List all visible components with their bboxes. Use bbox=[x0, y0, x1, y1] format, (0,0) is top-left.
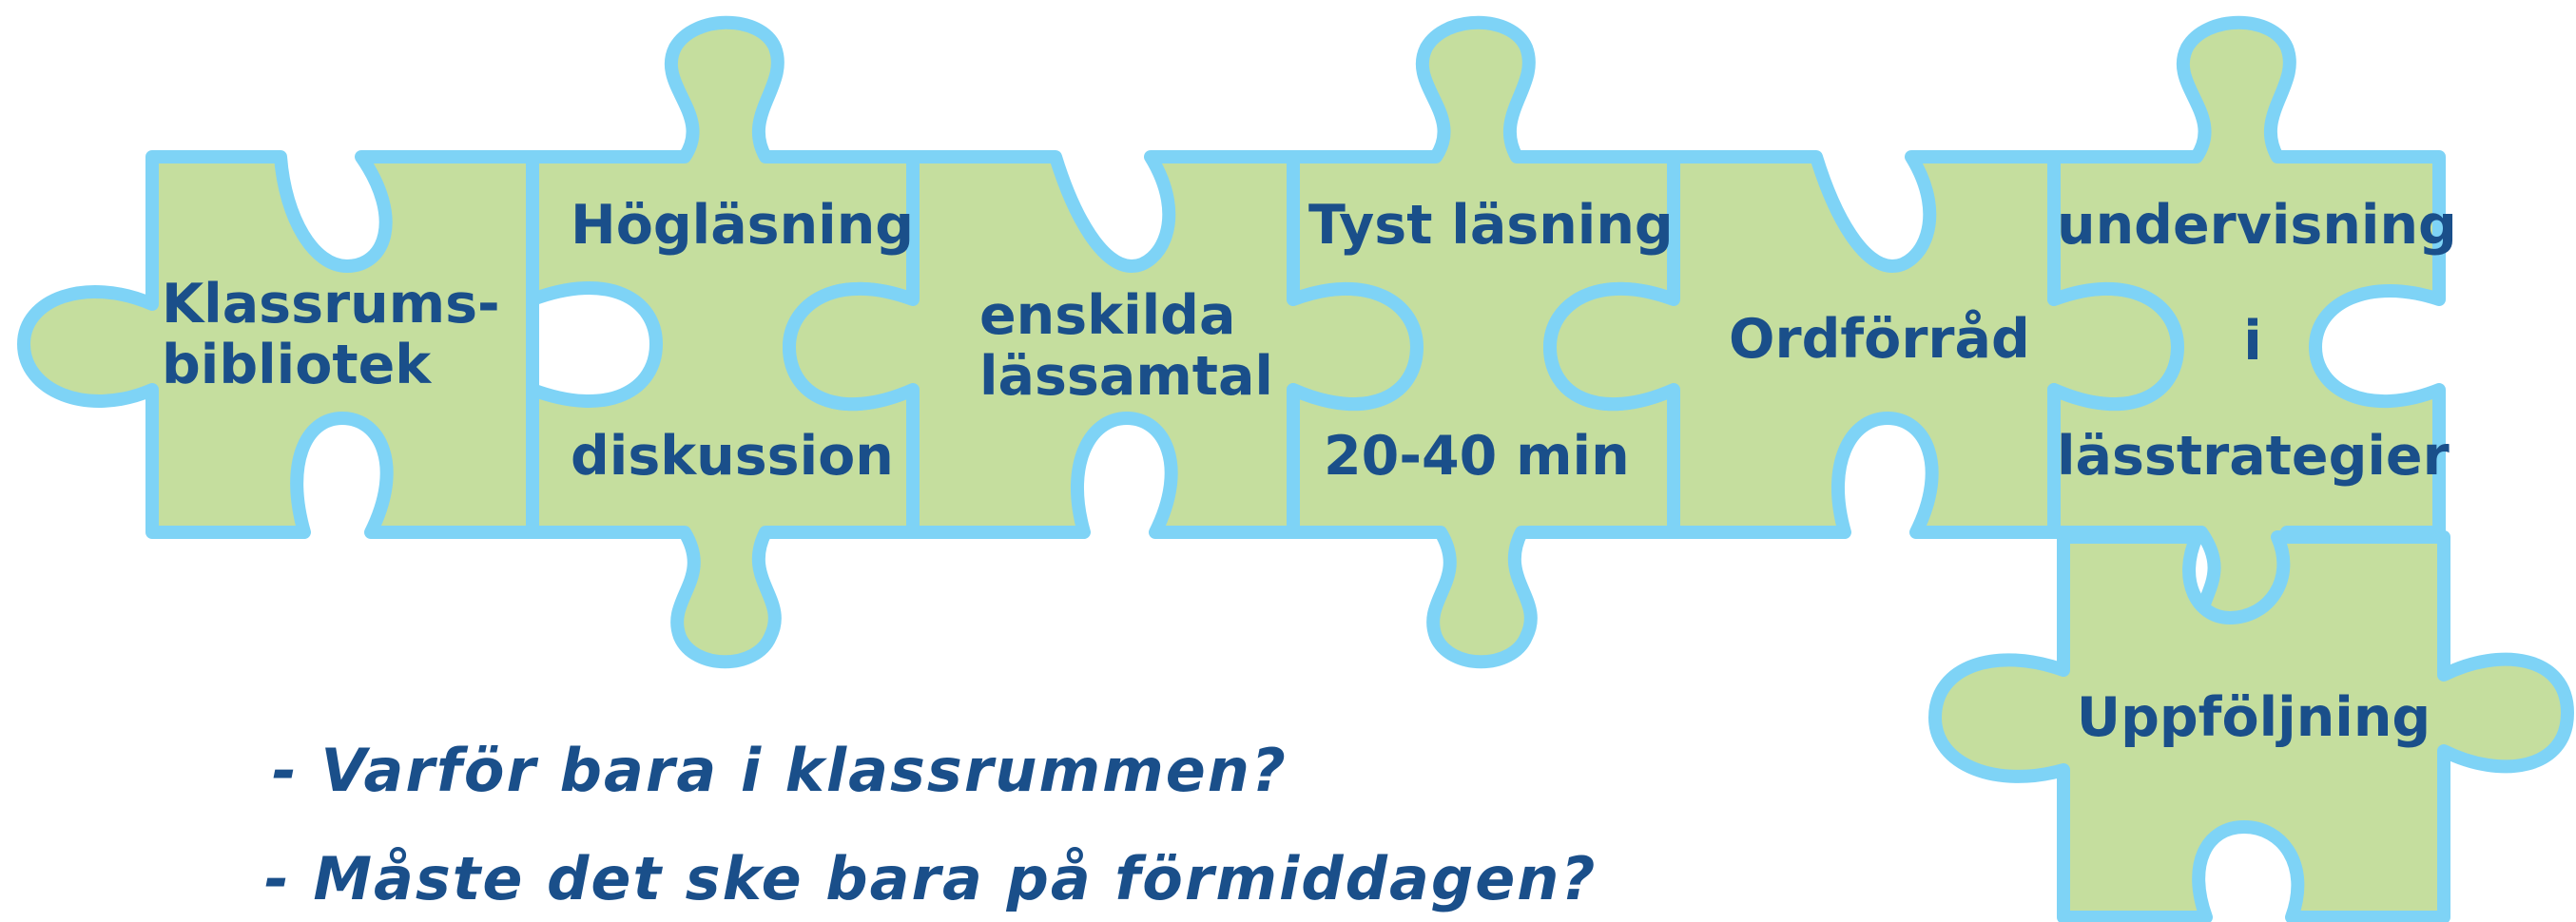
puzzle-piece-klassrumsbibliotek bbox=[17, 150, 539, 539]
label-enskilda-lassamtal: enskilda lässamtal bbox=[979, 285, 1273, 407]
question-formiddagen: - Måste det ske bara på förmiddagen? bbox=[264, 844, 1598, 913]
label-undervisning: undervisning bbox=[2057, 194, 2457, 257]
question-klassrummen: - Varför bara i klassrummen? bbox=[272, 736, 1288, 805]
label-diskussion: diskussion bbox=[571, 425, 894, 488]
label-ordforrad: Ordförråd bbox=[1729, 308, 2030, 371]
label-klassrumsbibliotek: Klassrums- bibliotek bbox=[162, 274, 500, 395]
label-enskilda: enskilda bbox=[979, 284, 1236, 347]
label-klassrumsbibliotek-line-2: bibliotek bbox=[162, 334, 432, 396]
puzzle-piece-uppfoljning bbox=[1928, 530, 2574, 922]
label-lassamtal: lässamtal bbox=[979, 345, 1273, 408]
label-tyst-lasning: Tyst läsning bbox=[1308, 194, 1674, 257]
label-klassrumsbibliotek-line-1: Klassrums- bbox=[162, 273, 500, 336]
puzzle-piece-undervisning bbox=[2047, 15, 2446, 669]
puzzle-piece-ordforrad bbox=[1543, 150, 2184, 539]
puzzle-piece-enskilda-lassamtal bbox=[783, 150, 1424, 539]
label-i: i bbox=[2243, 310, 2262, 373]
label-hoglasning: Högläsning bbox=[571, 194, 915, 257]
label-uppfoljning: Uppföljning bbox=[2076, 686, 2431, 749]
label-lasstrategier: lässtrategier bbox=[2057, 425, 2450, 488]
label-20-40-min: 20-40 min bbox=[1324, 425, 1630, 488]
